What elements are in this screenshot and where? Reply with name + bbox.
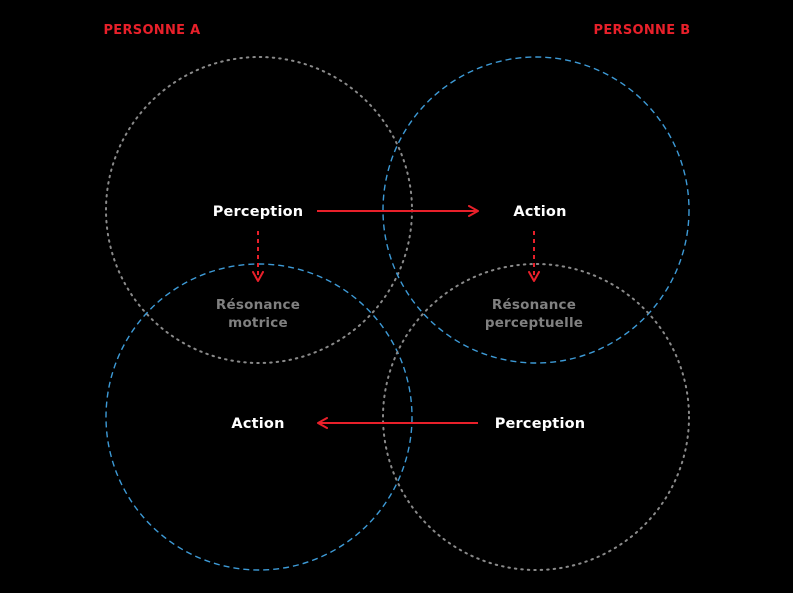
person-b-perception-circle [382, 263, 690, 571]
perceptual-resonance-label-line2: perceptuelle [485, 315, 583, 331]
person-b-label: PERSONNE B [594, 23, 691, 38]
motor-resonance-label-line1: Résonance [216, 297, 300, 313]
person-a-label: PERSONNE A [103, 23, 200, 38]
motor-resonance-label-line2: motrice [228, 315, 288, 331]
person-a-perception-label: Perception [213, 204, 304, 220]
person-b-action-label: Action [513, 204, 566, 220]
person-b-perception-label: Perception [495, 416, 586, 432]
person-a-action-label: Action [231, 416, 284, 432]
perceptual-resonance-label-line1: Résonance [492, 297, 576, 313]
